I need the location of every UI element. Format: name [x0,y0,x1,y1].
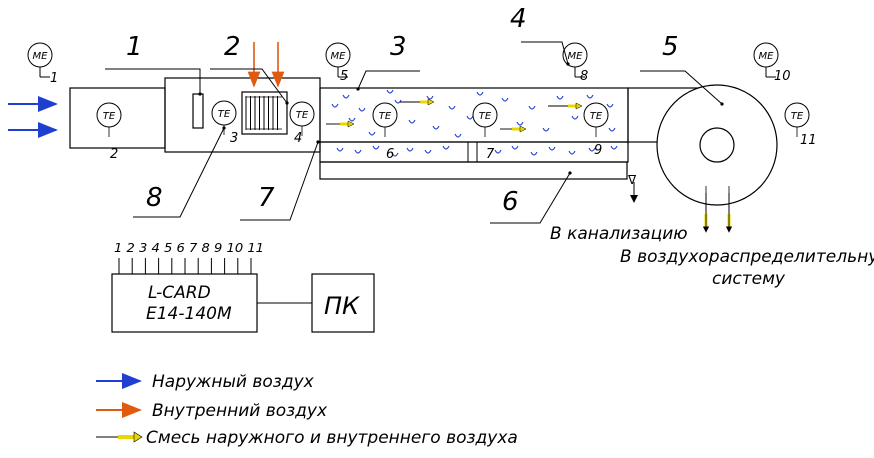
svg-text:ME: ME [331,51,347,62]
heater-block [241,91,288,135]
label-number-5: 5 [662,32,679,62]
svg-text:TE: TE [218,109,231,120]
svg-text:ME: ME [568,51,584,62]
label-number-2: 2 [224,32,241,62]
me-sensor-10: ME 10 [753,42,791,84]
me-sensor-1: ME1 [27,42,58,86]
legend-outdoor-label: Наружный воздух [152,372,315,392]
svg-text:TE: TE [103,111,116,122]
svg-text:TE: TE [791,111,804,122]
label-number-3: 3 [390,32,407,62]
pc-label: ПК [324,292,360,320]
svg-text:TE: TE [296,110,309,121]
label-number-6: 6 [502,187,519,217]
leader-lines [105,41,724,224]
legend-indoor-label: Внутренний воздух [152,401,328,421]
svg-text:7: 7 [486,147,495,162]
svg-text:3: 3 [230,131,238,146]
indoor-air-arrows [247,42,285,88]
caption-sewer: В канализацию [550,224,688,244]
filter-element [192,93,204,129]
caption-distribution-2: систему [712,269,786,289]
svg-text:9: 9 [594,143,602,158]
legend-mix-label: Смесь наружного и внутреннего воздуха [146,428,518,448]
svg-text:2: 2 [110,147,118,162]
daq-name-line2: E14-140M [146,304,232,324]
daq-name-line1: L-CARD [148,283,211,303]
caption-distribution-1: В воздухораспределительную [620,247,874,267]
svg-text:11: 11 [800,133,817,148]
water-droplets [331,89,618,157]
svg-text:1: 1 [50,71,58,86]
label-number-7: 7 [258,183,275,213]
te-sensor-7: TE 7 [472,102,498,162]
drain-outlet-arrow: ᐁ [628,173,638,203]
daq-channel-numbers: 1 2 3 4 5 6 7 8 9 10 11 [114,241,264,255]
te-sensor-11: TE 11 [784,102,817,148]
mixed-air-arrows [326,98,583,133]
fan [656,84,778,206]
legend: Наружный воздух Внутренний воздух Смесь … [96,372,518,448]
label-number-4: 4 [510,4,527,34]
me-sensor-5: ME5 [325,42,351,84]
svg-text:6: 6 [386,147,394,162]
fan-outlet-arrows [702,186,733,233]
svg-text:ME: ME [33,51,49,62]
te-sensor-4: TE 4 [289,101,315,146]
te-sensor-3: TE 3 [211,100,238,146]
daq-card: 1 2 3 4 5 6 7 8 9 10 11 L-CARD E14-140M [111,241,264,333]
pc-box: ПК [311,273,375,333]
me-sensor-8: ME8 [562,42,588,84]
te-sensor-9: TE 9 [583,102,609,158]
label-number-1: 1 [126,32,143,62]
svg-text:TE: TE [590,111,603,122]
svg-text:TE: TE [479,111,492,122]
drain-channel [319,161,628,180]
te-sensor-2: TE 2 [96,102,122,162]
svg-text:4: 4 [294,131,302,146]
outdoor-air-inlet-arrows [8,96,58,138]
lower-duct-chamber [319,141,629,163]
svg-text:ME: ME [759,51,775,62]
te-sensor-6: TE 6 [372,102,398,162]
svg-text:ᐁ: ᐁ [628,173,637,187]
svg-text:10: 10 [774,69,791,84]
svg-text:TE: TE [379,111,392,122]
label-number-8: 8 [146,183,163,213]
